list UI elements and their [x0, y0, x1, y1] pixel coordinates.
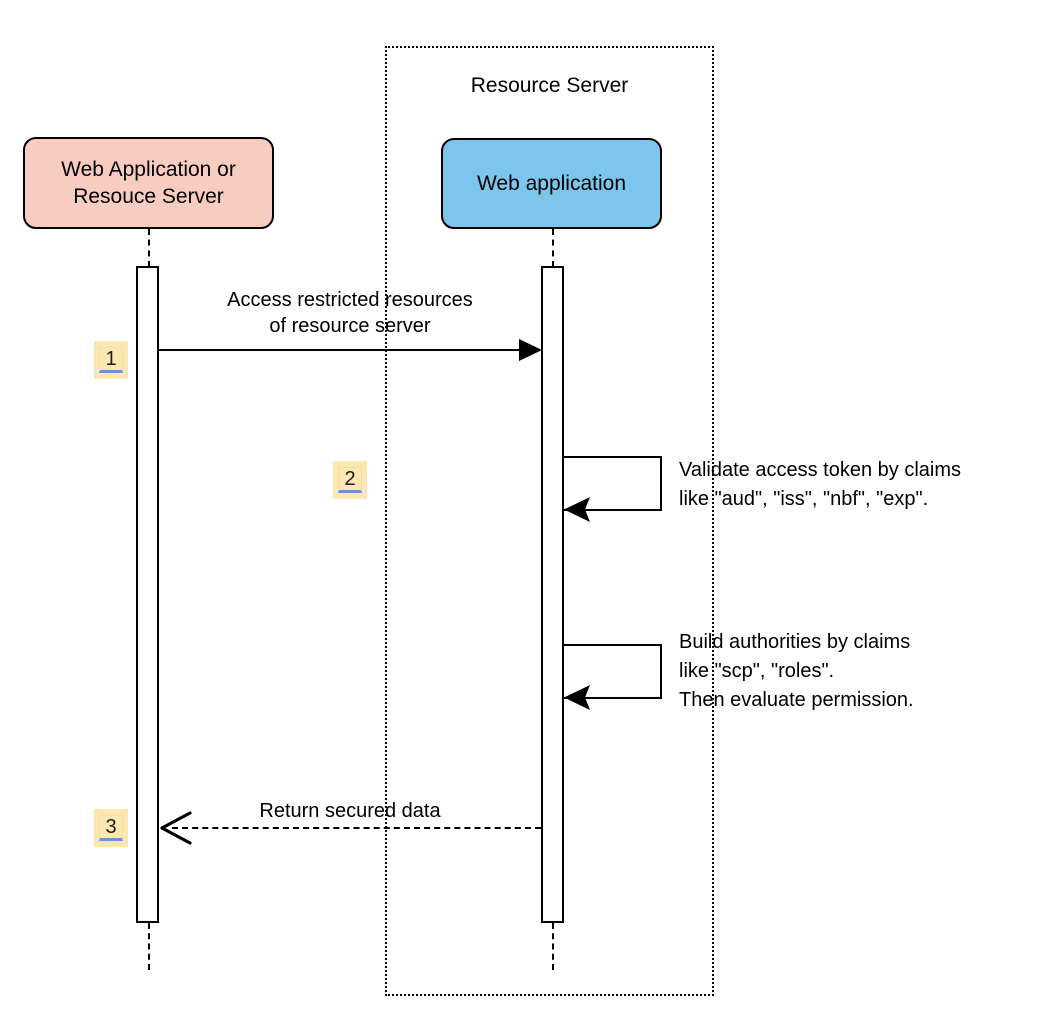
message-1-line	[159, 349, 527, 351]
self-call-build-authorities-arrowhead	[564, 685, 590, 710]
note-validate-token: Validate access token by claims like "au…	[679, 459, 961, 510]
participant-resource-web-app-label: Web application	[476, 172, 627, 195]
activation-resource-web-app	[541, 266, 564, 923]
step-badge-3-number: 3	[99, 815, 123, 841]
activation-client	[136, 266, 159, 923]
lifeline-resource-web-app-top	[552, 229, 554, 267]
note-build-authorities: Build authorities by claims like "scp", …	[679, 631, 914, 711]
lifeline-resource-web-app-bottom	[552, 923, 554, 970]
participant-client-box[interactable]: Web Application or Resouce Server	[23, 137, 274, 229]
participant-resource-web-app-box[interactable]: Web application	[441, 138, 662, 229]
lifeline-client-top	[148, 229, 150, 267]
self-call-loop-validate-token	[564, 456, 662, 511]
step-badge-1-number: 1	[99, 347, 123, 373]
self-call-validate-token-arrowhead	[564, 497, 590, 522]
resource-server-frame-label: Resource Server	[470, 74, 629, 97]
participant-client-label: Web Application or Resouce Server	[61, 158, 236, 208]
step-badge-2-number: 2	[338, 467, 362, 493]
message-3-arrowhead	[160, 811, 192, 845]
resource-server-frame	[385, 46, 714, 996]
step-badge-1: 1	[94, 341, 128, 379]
lifeline-client-bottom	[148, 923, 150, 970]
message-1-label: Access restricted resources of resource …	[227, 289, 473, 337]
self-call-loop-build-authorities	[564, 644, 662, 699]
step-badge-3: 3	[94, 809, 128, 847]
message-3-line	[172, 827, 541, 829]
message-3-label: Return secured data	[259, 800, 441, 822]
message-1-arrowhead	[519, 339, 542, 361]
step-badge-2: 2	[333, 461, 367, 499]
